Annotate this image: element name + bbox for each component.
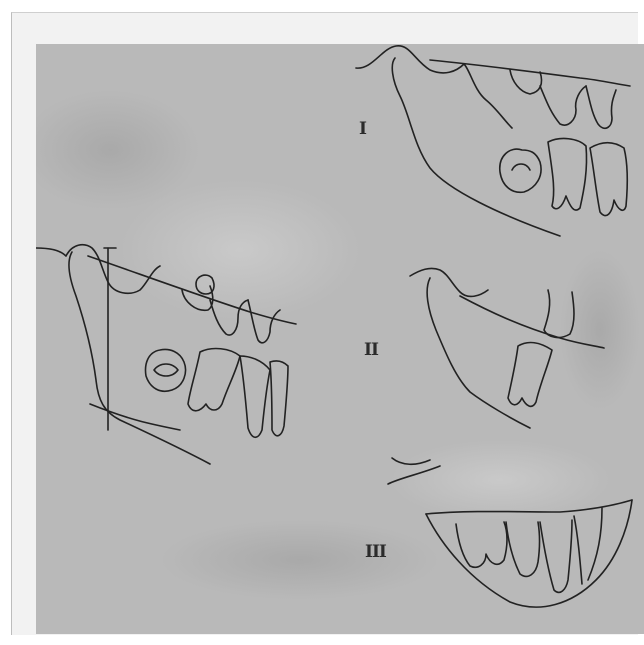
line-drawing [36,44,644,634]
figure-label-two: II [364,340,378,360]
figure-label-three: III [365,542,386,562]
figure-label-one: I [359,119,366,139]
figure-one-drawing [356,46,630,236]
figure-panel [36,44,644,634]
paper-texture [36,90,640,600]
